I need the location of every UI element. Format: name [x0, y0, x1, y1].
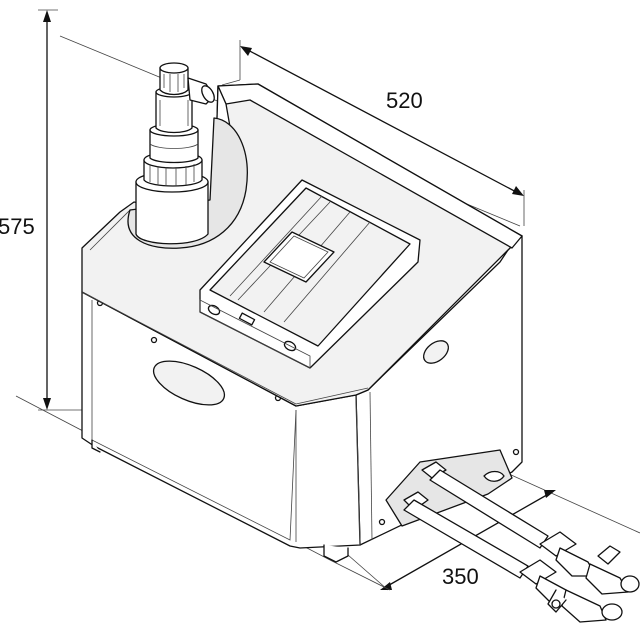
depth-label: 350 — [442, 564, 479, 589]
screw — [150, 336, 158, 344]
valve-body — [155, 91, 193, 134]
height-dimension: 575 — [0, 9, 120, 411]
screw — [512, 448, 520, 456]
screw — [378, 518, 386, 526]
width-dimension: 520 — [221, 40, 525, 226]
control-button-left — [207, 304, 221, 316]
pipe-connections — [385, 449, 640, 623]
cabinet-foot-left — [91, 439, 101, 453]
height-label: 575 — [0, 214, 35, 239]
tank-body — [135, 181, 209, 245]
side-handle-cutout — [423, 340, 449, 364]
ball-valve-upper — [539, 531, 640, 595]
control-unit — [199, 179, 421, 369]
control-logo-plate — [238, 312, 256, 326]
valve-nut — [149, 129, 199, 164]
ball-valve-lower — [519, 559, 623, 623]
front-handle-cutout — [152, 360, 226, 406]
control-display — [263, 231, 335, 283]
cabinet-foot — [323, 544, 349, 563]
valve-top-cap — [159, 67, 189, 96]
hose-1 — [403, 499, 529, 579]
width-label: 520 — [386, 88, 423, 113]
filter-tank — [135, 62, 215, 245]
hose-2 — [429, 469, 549, 549]
